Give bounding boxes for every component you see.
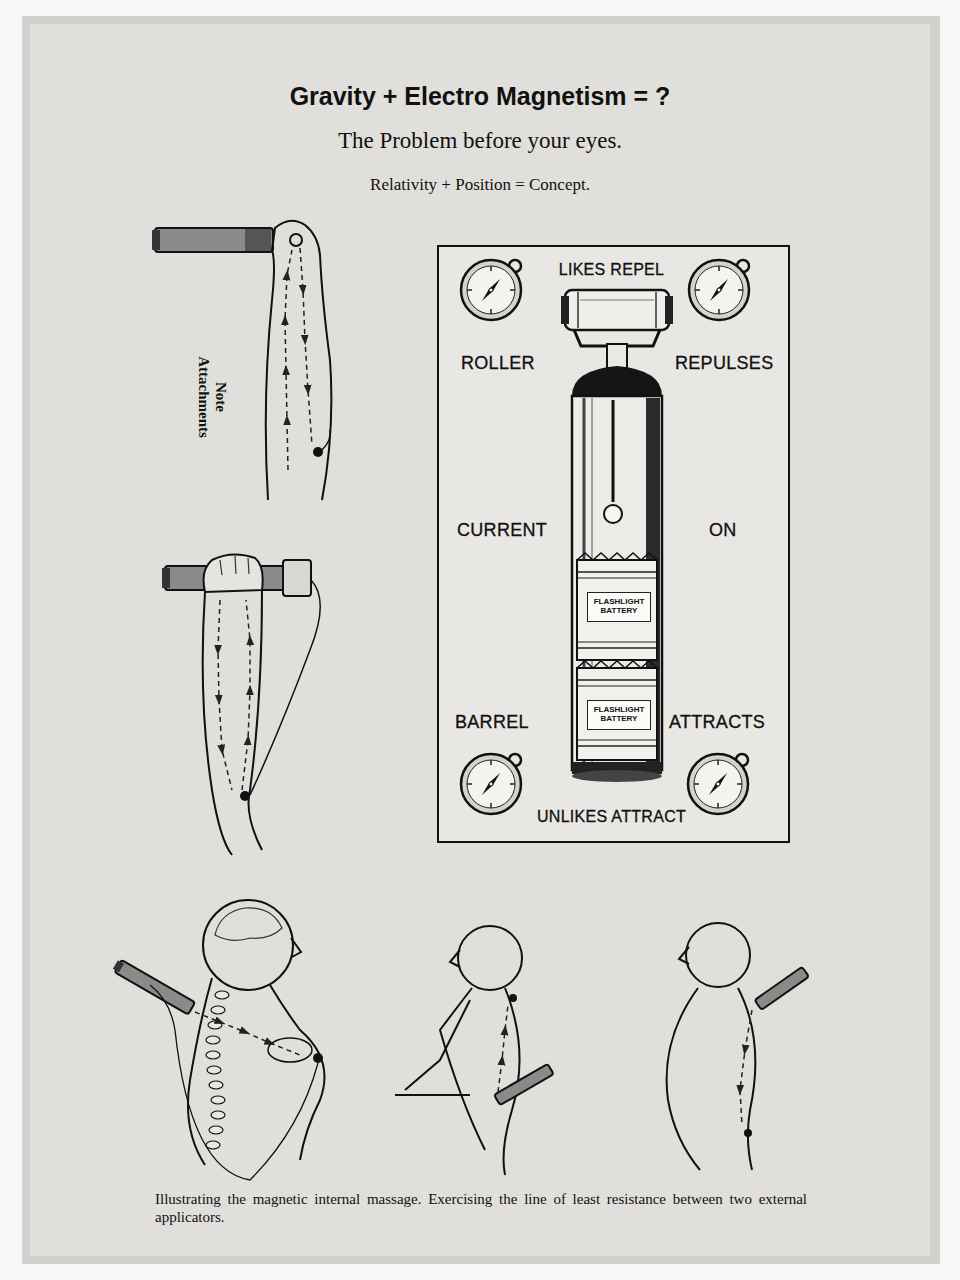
sub-heading: Relativity + Position = Concept. — [0, 175, 960, 195]
diagram-panel: LIKES REPEL ROLLER REPULSES CURRENT ON BARREL… — [437, 245, 790, 843]
battery-text: FLASHLIGHT BATTERY — [588, 706, 650, 724]
battery-label: FLASHLIGHT BATTERY — [587, 592, 651, 622]
panel-label: ON — [709, 520, 737, 541]
sub-heading: The Problem before your eyes. — [0, 128, 960, 154]
battery-label: FLASHLIGHT BATTERY — [587, 700, 651, 730]
heading: Gravity + Electro Magnetism = ? — [0, 82, 960, 111]
caption: Illustrating the magnetic internal massa… — [155, 1190, 807, 1226]
note-label: Note Attachments — [195, 347, 229, 447]
panel-label: CURRENT — [457, 520, 547, 541]
panel-label: REPULSES — [675, 353, 773, 374]
battery-text: FLASHLIGHT BATTERY — [588, 598, 650, 616]
panel-label: BARREL — [455, 712, 529, 733]
panel-label: ATTRACTS — [669, 712, 765, 733]
panel-label: LIKES REPEL — [435, 261, 788, 279]
panel-label: UNLIKES ATTRACT — [435, 808, 788, 826]
panel-label: ROLLER — [461, 353, 535, 374]
